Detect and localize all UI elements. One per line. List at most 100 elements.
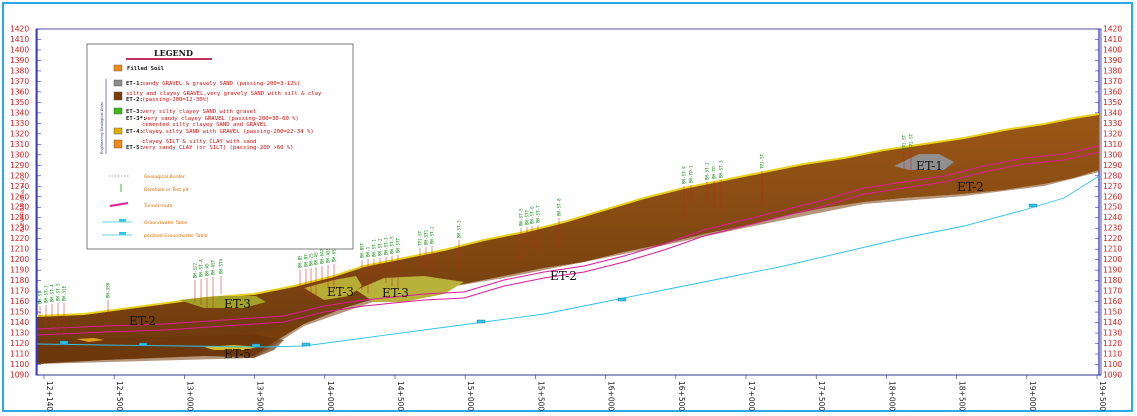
elevation-tick-label: 1280 <box>1103 171 1122 180</box>
borehole-label: BH-STT <box>525 209 530 225</box>
unit-label: ET-3 <box>327 285 354 299</box>
legend-symbol-label: Tunnel route <box>143 203 173 209</box>
borehole-label: BH-B5 <box>298 255 303 268</box>
borehole-label: BH-A5 <box>205 263 210 276</box>
tunnel-route-top <box>36 145 1100 330</box>
elevation-tick-label: 1100 <box>1103 360 1122 369</box>
elevation-tick-label: 1330 <box>10 119 29 128</box>
borehole-label: BH-B5T <box>360 242 365 258</box>
elevation-tick-label: 1260 <box>10 192 29 201</box>
elevation-tick-label: 1180 <box>1103 276 1122 285</box>
legend-side-label: Engineering Geological Units <box>100 102 104 154</box>
legend-code: ET-4: <box>126 129 143 135</box>
chainage-tick-label: 19+000 <box>1028 381 1037 411</box>
borehole-label: BH-3SH <box>106 282 111 298</box>
elevation-tick-label: 1200 <box>1103 255 1122 264</box>
groundwater-table <box>36 175 1100 348</box>
elevation-tick-label: 1090 <box>10 371 29 380</box>
legend-desc: very sandy clayey GRAVEL (passing-200=30… <box>144 116 299 122</box>
elevation-tick-label: 1420 <box>10 25 29 34</box>
soil-body-et2 <box>37 114 1099 364</box>
elevation-tick-label: 1230 <box>10 224 29 233</box>
elevation-tick-label: 1370 <box>1103 77 1122 86</box>
elevation-tick-label: 1230 <box>1103 224 1122 233</box>
borehole-label: BH-ST-9 <box>682 166 687 184</box>
legend-symbol-label: Groundwater Table <box>144 220 187 226</box>
borehole-label: BH-ST-2 <box>705 162 710 180</box>
lens-et1 <box>894 154 954 170</box>
elevation-tick-label: 1400 <box>10 45 29 54</box>
legend-title: LEGEND <box>154 48 193 58</box>
elevation-tick-label: 1360 <box>10 87 29 96</box>
lens-et3-mid <box>304 276 362 300</box>
borehole-label: BH-6A7 <box>320 248 325 264</box>
elevation-tick-label: 1410 <box>1103 35 1122 44</box>
chainage-tick-label: 13+000 <box>185 381 194 411</box>
chainage-tick-label: 16+500 <box>677 381 686 411</box>
elevation-tick-label: 1270 <box>1103 182 1122 191</box>
chainage-tick-label: 15+500 <box>536 381 545 411</box>
borehole-label: BH-ST-5 <box>390 236 395 254</box>
elevation-tick-label: 1280 <box>10 171 29 180</box>
borehole-label: BH-TP <box>712 166 717 179</box>
elevation-tick-label: 1110 <box>1103 350 1122 359</box>
borehole-label: BH-ST-6 <box>530 206 535 224</box>
elevation-tick-label: 1210 <box>1103 245 1122 254</box>
borehole-label: TP2-ST <box>909 133 914 149</box>
legend-desc: very sandy CLAY (or SILT) (passing-200 >… <box>142 145 294 151</box>
borehole-label: BH-ST-3 <box>384 237 389 255</box>
elevation-tick-label: 1170 <box>10 287 29 296</box>
chainage-tick-label: 18+000 <box>887 381 896 411</box>
legend-symbol-label: perched Groundwater Table <box>144 233 208 239</box>
elevation-tick-label: 1380 <box>10 66 29 75</box>
chainage-tick-label: 15+000 <box>466 381 475 411</box>
geological-profile: 1090110011101120113011401150116011701180… <box>10 25 1122 412</box>
elevation-tick-label: 1300 <box>1103 150 1122 159</box>
elevation-tick-label: 1160 <box>10 297 29 306</box>
legend-desc: clayey SILT & silty CLAY with sand <box>142 139 257 145</box>
elevation-tick-label: 1340 <box>1103 108 1122 117</box>
chainage-tick-label: 14+000 <box>326 381 335 411</box>
elevation-tick-label: 1250 <box>1103 203 1122 212</box>
elevation-tick-label: 1340 <box>10 108 29 117</box>
chainage-tick-label: 19+500 <box>1098 381 1107 411</box>
legend-symbol-label: Geological Border <box>144 174 185 180</box>
elevation-tick-label: 1390 <box>1103 56 1122 65</box>
elevation-tick-label: 1190 <box>10 266 29 275</box>
borehole-label: BH-31E <box>62 285 67 301</box>
elevation-tick-label: 1250 <box>10 203 29 212</box>
borehole-label: TP1-ST <box>760 153 765 169</box>
unit-label: ET-2 <box>550 269 577 283</box>
elevation-tick-label: 1220 <box>10 234 29 243</box>
chainage-tick-label: 17+500 <box>817 381 826 411</box>
legend-code: ET-3*: <box>126 116 146 122</box>
borehole-label: TP1-ST <box>418 230 423 246</box>
groundwater-markers <box>59 203 1038 348</box>
elevation-tick-label: 1330 <box>1103 119 1122 128</box>
elevation-tick-label: 1400 <box>1103 45 1122 54</box>
chainage-tick-label: 12+140 <box>45 381 54 411</box>
elevation-tick-label: 1130 <box>1103 329 1122 338</box>
chainage-tick-label: 17+000 <box>747 381 756 411</box>
elevation-tick-label: 1200 <box>10 255 29 264</box>
unit-label: ET-2 <box>957 180 984 194</box>
borehole-label: BH-AST <box>211 259 216 275</box>
borehole-label: BH-ST1 <box>424 229 429 245</box>
elevation-tick-label: 1110 <box>10 350 29 359</box>
elevation-tick-label: 1410 <box>10 35 29 44</box>
elevation-tick-label: 1350 <box>1103 98 1122 107</box>
unit-label: ET-3 <box>224 297 251 311</box>
borehole-label: BH-ST-5 <box>519 208 524 226</box>
borehole-label: BH-A5S <box>326 247 331 263</box>
elevation-tick-label: 1130 <box>10 329 29 338</box>
elevation-tick-label: 1320 <box>1103 129 1122 138</box>
borehole-label: BH-ST-2 <box>430 226 435 244</box>
unit-label: ET-2 <box>129 314 156 328</box>
legend-desc: (passing-200=12-30%) <box>142 97 209 103</box>
chainage-tick-label: 18+500 <box>958 381 967 411</box>
chainage-tick-label: 12+500 <box>115 381 124 411</box>
borehole-label: BH-S22 <box>193 262 198 278</box>
legend-desc: silty and clayey GRAVEL,very gravely SAN… <box>126 91 322 97</box>
